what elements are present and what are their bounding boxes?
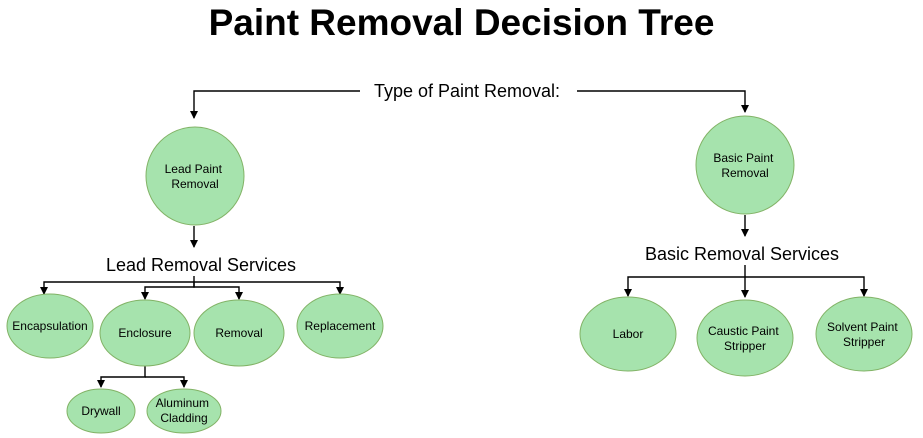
svg-text:Labor: Labor [613,327,644,341]
edges [40,90,868,388]
node-solvent-line-1: Solvent Paint [827,320,898,334]
node-caustic-line-1: Caustic Paint [708,324,779,338]
node-removal-label: Removal [215,326,262,340]
edge-to-encapsulation [40,281,194,295]
node-aluminum-line-2: Cladding [160,411,207,425]
node-aluminum-cladding: Aluminum Cladding [146,388,222,434]
node-enclosure-label: Enclosure [118,326,172,340]
node-caustic-line-2: Stripper [724,339,766,353]
edge-to-aluminum [145,376,188,388]
node-aluminum-line-1: Aluminum [156,396,209,410]
edge-to-replacement [194,281,344,295]
svg-text:Basic Paint Removal: Basic Paint Removal [713,151,776,180]
node-solvent-paint-stripper: Solvent Paint Stripper [815,296,913,372]
svg-text:Caustic Paint Stripper: Caustic Paint Stripper [708,324,782,353]
edge-to-removal [193,282,243,300]
svg-text:Removal: Removal [215,326,262,340]
svg-text:Drywall: Drywall [81,404,120,418]
node-labor-label: Labor [613,327,644,341]
node-basic-paint-removal: Basic Paint Removal [695,115,795,215]
svg-text:Enclosure: Enclosure [118,326,172,340]
node-removal: Removal [193,299,285,367]
node-lead-paint-removal: Lead Paint Removal [145,126,245,226]
node-enclosure: Enclosure [99,299,191,367]
lead-services-label-bg [94,252,308,276]
svg-text:Replacement: Replacement [305,319,376,333]
node-caustic-paint-stripper: Caustic Paint Stripper [696,299,794,377]
basic-services-label: Basic Removal Services [645,244,839,264]
node-replacement-label: Replacement [305,319,376,333]
edge-root-to-basic [577,90,749,113]
node-basic-line-2: Removal [721,166,768,180]
basic-services-label-bg [632,241,852,265]
svg-text:Encapsulation: Encapsulation [12,319,87,333]
node-basic-line-1: Basic Paint [713,151,774,165]
edge-to-labor [624,276,745,297]
edge-to-drywall [97,366,146,388]
svg-text:Aluminum Cladding: Aluminum Cladding [156,396,213,425]
diagram-title: Paint Removal Decision Tree [208,2,715,43]
edge-to-enclosure [141,282,195,300]
node-encapsulation-label: Encapsulation [12,319,87,333]
node-drywall: Drywall [66,388,136,434]
node-encapsulation: Encapsulation [6,293,94,359]
node-solvent-line-2: Stripper [843,335,885,349]
svg-text:Lead Paint Removal: Lead Paint Removal [165,162,226,191]
node-replacement: Replacement [296,293,384,359]
lead-services-label: Lead Removal Services [106,255,296,275]
node-drywall-label: Drywall [81,404,120,418]
node-labor: Labor [579,296,677,372]
node-lead-line-2: Removal [171,177,218,191]
node-lead-line-1: Lead Paint [165,162,223,176]
edge-to-solvent [745,276,868,297]
edge-root-to-lead [190,90,360,119]
svg-text:Solvent Paint Stripper: Solvent Paint Stripper [827,320,901,349]
root-label: Type of Paint Removal: [374,81,560,101]
